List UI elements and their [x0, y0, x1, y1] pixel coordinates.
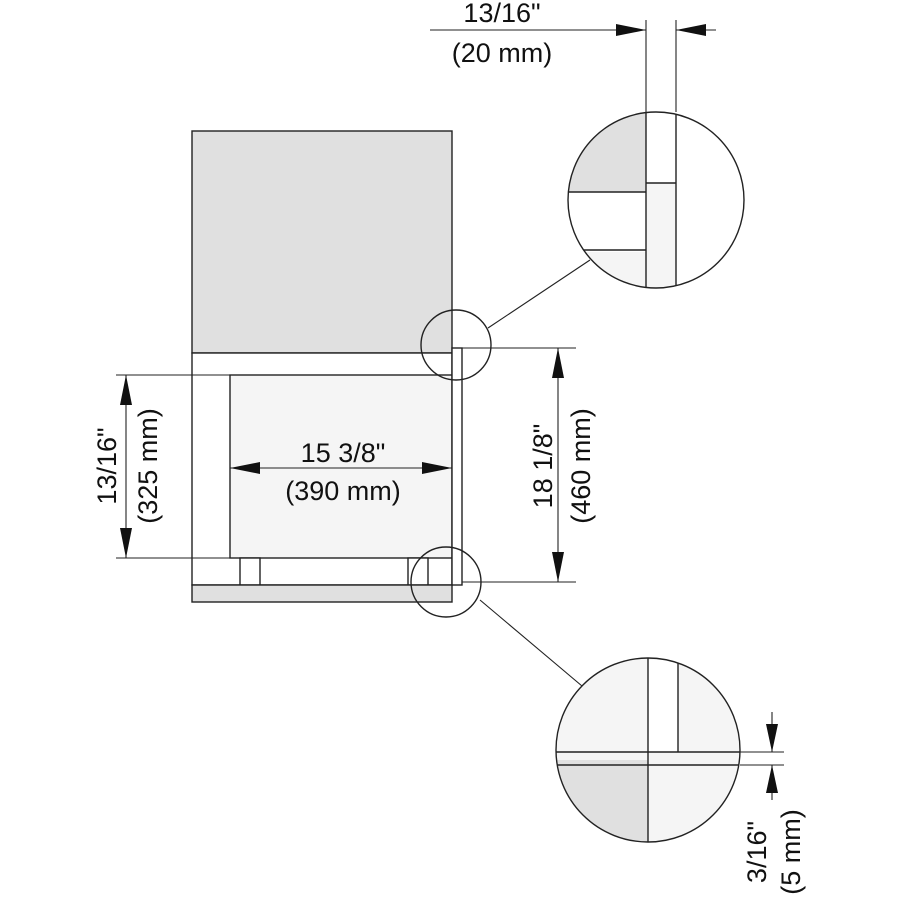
inner-width-imperial: 15 3/8": [301, 438, 386, 468]
bottom-gap-imperial: 3/16": [742, 821, 772, 883]
bottom-gap-metric: (5 mm): [776, 809, 806, 894]
appliance-front: [229, 374, 453, 559]
dimension-left-height: 13/16" (325 mm): [92, 374, 230, 559]
cabinet-base: [191, 584, 453, 603]
dimension-inner-width: 15 3/8" (390 mm): [230, 438, 452, 506]
left-height-metric: (325 mm): [133, 408, 163, 524]
dimension-right-height: 18 1/8" (460 mm): [462, 347, 596, 583]
dimension-top-gap: 13/16" (20 mm): [430, 0, 716, 68]
cabinet-drawing: [191, 130, 591, 687]
foot-left: [239, 557, 261, 586]
inner-width-metric: (390 mm): [285, 476, 401, 506]
detail-top: [567, 20, 745, 289]
top-gap-metric: (20 mm): [452, 38, 553, 68]
right-trim-strip: [451, 347, 463, 586]
detail-bottom: [555, 657, 784, 843]
leader-line-top: [487, 259, 591, 329]
dimension-bottom-gap: 3/16" (5 mm): [742, 712, 806, 895]
upper-cabinet: [191, 130, 453, 354]
top-gap-imperial: 13/16": [463, 0, 540, 28]
right-height-imperial: 18 1/8": [528, 424, 558, 509]
detail-top-circle: [567, 111, 745, 289]
right-height-metric: (460 mm): [566, 408, 596, 524]
leader-line-bottom: [479, 599, 583, 687]
detail-bottom-circle: [555, 657, 741, 843]
callout-circle-top: [420, 309, 492, 381]
left-height-imperial: 13/16": [92, 427, 122, 504]
